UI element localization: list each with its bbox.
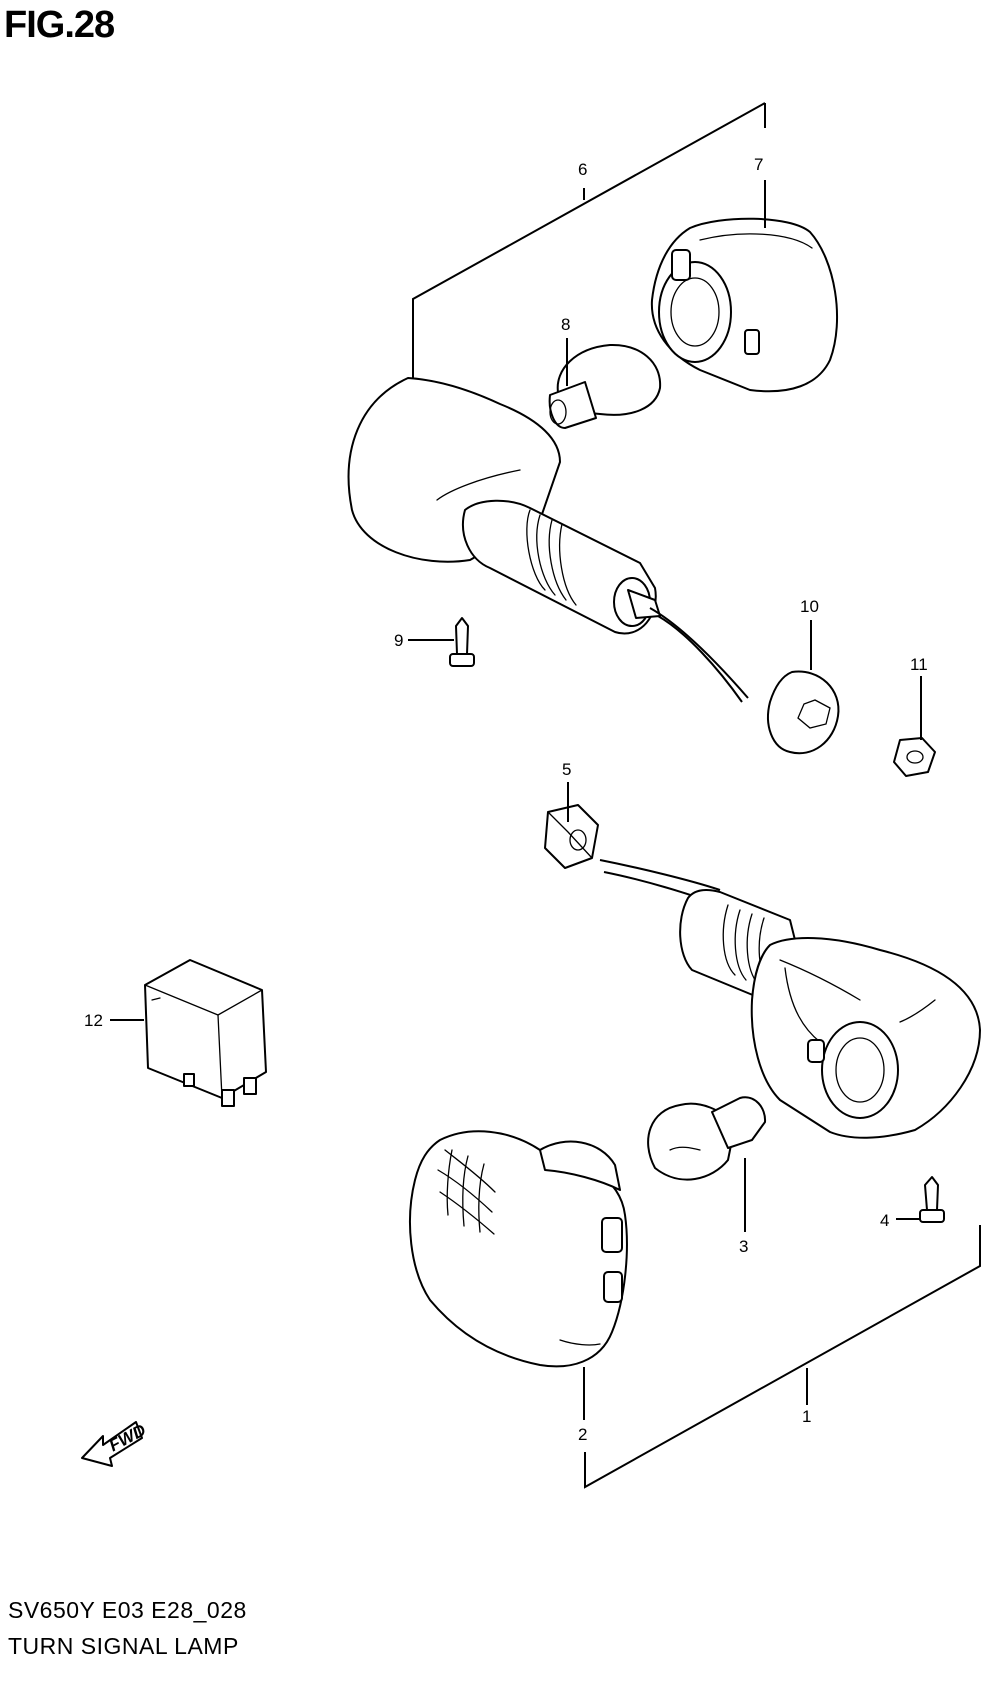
callout-6: 6 (578, 160, 587, 179)
fwd-arrow-icon: FWD (81, 1420, 149, 1467)
callout-2: 2 (578, 1425, 587, 1444)
washer (767, 670, 840, 755)
callout-labels: 6 7 8 9 10 11 5 12 3 4 2 1 (84, 155, 928, 1444)
figure-name: TURN SIGNAL LAMP (8, 1633, 239, 1659)
screw-lower (919, 1176, 945, 1223)
nut-upper (893, 737, 936, 777)
upper-lens (650, 217, 839, 393)
lower-bulb (647, 1096, 767, 1181)
callout-7: 7 (754, 155, 763, 174)
upper-lamp-housing (347, 377, 749, 703)
callout-4: 4 (880, 1211, 889, 1230)
callout-12: 12 (84, 1011, 103, 1030)
callout-11: 11 (910, 655, 928, 674)
lower-lens (409, 1130, 628, 1368)
callout-3: 3 (739, 1237, 748, 1256)
fwd-label: FWD (106, 1420, 149, 1455)
callout-10: 10 (800, 597, 819, 616)
nut-lower (544, 804, 599, 869)
callout-9: 9 (394, 631, 403, 650)
bracket-lines-upper (412, 102, 766, 383)
model-code: SV650Y E03 E28_028 (8, 1597, 247, 1623)
callout-5: 5 (562, 760, 571, 779)
relay (144, 959, 267, 1107)
leader-lines (110, 180, 981, 1489)
figure-title: FIG.28 (4, 4, 115, 46)
screw-upper (449, 617, 475, 667)
upper-bulb (548, 343, 662, 429)
callout-1: 1 (802, 1407, 811, 1426)
lower-lamp-housing (599, 859, 981, 1139)
callout-8: 8 (561, 315, 570, 334)
